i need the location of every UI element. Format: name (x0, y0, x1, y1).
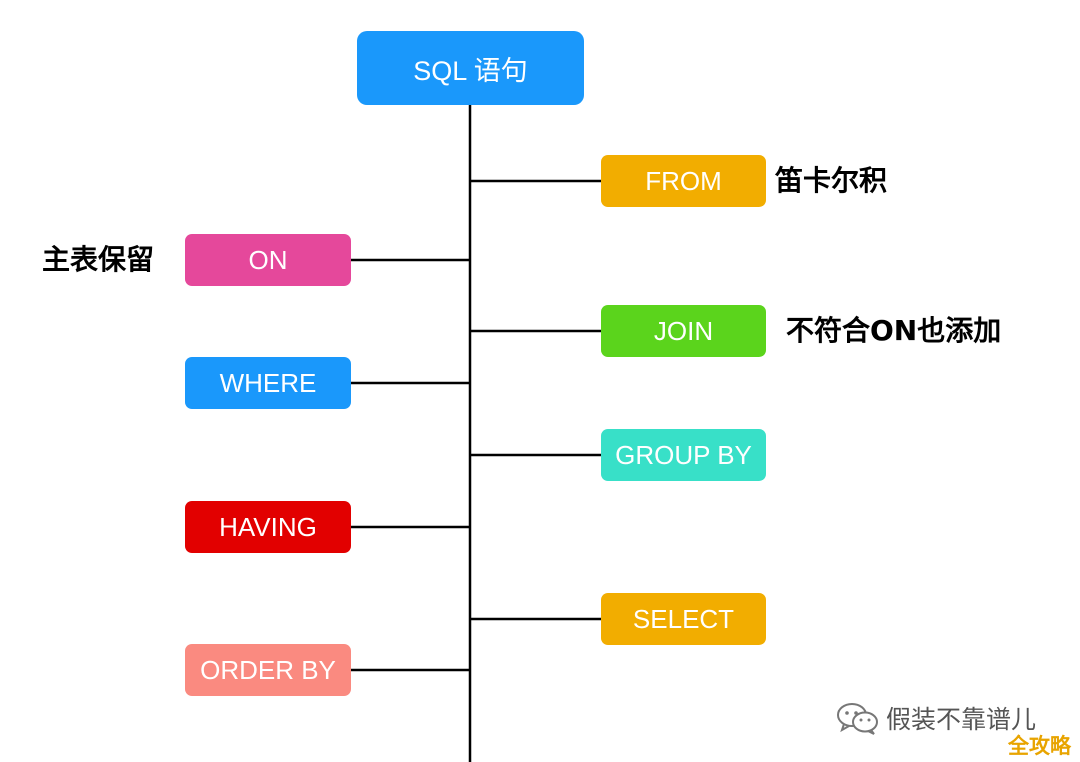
note-from-cartesian-product: 笛卡尔积 (775, 164, 888, 197)
node-where: WHERE (185, 357, 351, 409)
node-having: HAVING (185, 501, 351, 553)
node-select: SELECT (601, 593, 766, 645)
watermark: 假装不靠谱儿 (836, 700, 1036, 736)
node-from: FROM (601, 155, 766, 207)
note-on-keep-main-table: 主表保留 (42, 243, 155, 276)
node-group-by: GROUP BY (601, 429, 766, 481)
node-order-by: ORDER BY (185, 644, 351, 696)
watermark-text: 假装不靠谱儿 (886, 705, 1037, 734)
node-on: ON (185, 234, 351, 286)
node-join: JOIN (601, 305, 766, 357)
root-node-sql-statement: SQL 语句 (357, 31, 584, 105)
wechat-icon (836, 701, 880, 735)
corner-logo-text: 全攻略 (1008, 734, 1071, 758)
note-join-add-unmatched: 不符合ON也添加 (786, 314, 1002, 347)
